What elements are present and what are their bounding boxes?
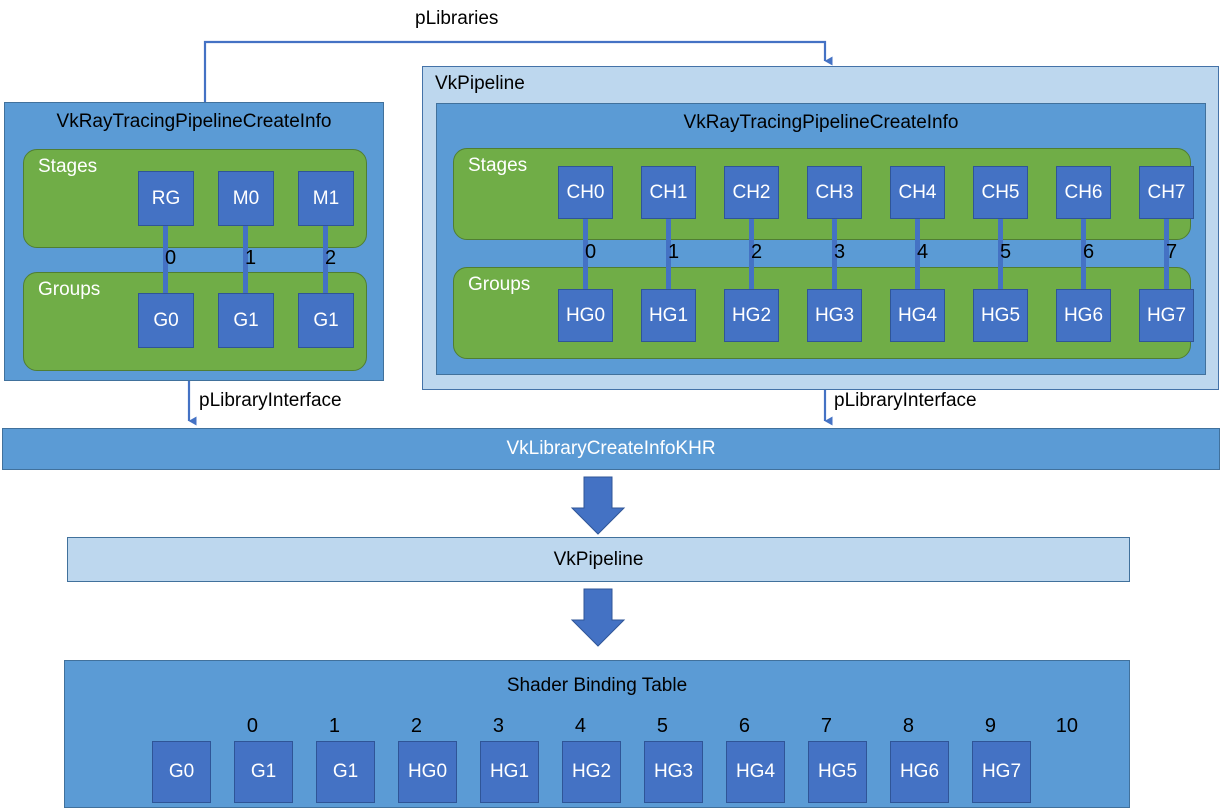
right-groups-label: Groups	[468, 274, 531, 295]
sbt-cell-4: HG1	[480, 741, 539, 803]
shader-binding-table: Shader Binding Table 0 1 2 3 4 5 6 7 8 9…	[64, 660, 1130, 808]
sbt-index-4: 4	[574, 715, 586, 737]
right-create-info-panel: VkRayTracingPipelineCreateInfo Stages Gr…	[436, 103, 1206, 375]
plibrary-interface-right-label: pLibraryInterface	[834, 390, 977, 411]
right-index-5: 5	[1000, 241, 1012, 263]
left-index-0: 0	[165, 247, 177, 269]
right-stage-cell-3: CH3	[807, 166, 862, 219]
left-stage-cell-1: M0	[218, 171, 274, 226]
left-connector-2	[323, 225, 328, 303]
left-groups-label: Groups	[38, 279, 101, 300]
sbt-index-0: 0	[246, 715, 258, 737]
right-group-cell-1: HG1	[641, 289, 696, 342]
sbt-cell-3: HG0	[398, 741, 457, 803]
right-connector-4	[915, 218, 920, 292]
sbt-index-3: 3	[492, 715, 504, 737]
right-connector-3	[832, 218, 837, 292]
right-group-cell-5: HG5	[973, 289, 1028, 342]
sbt-index-2: 2	[410, 715, 422, 737]
left-create-info-panel: VkRayTracingPipelineCreateInfo Stages Gr…	[4, 102, 384, 381]
left-group-cell-0: G0	[138, 293, 194, 348]
sbt-cell-7: HG4	[726, 741, 785, 803]
right-index-6: 6	[1083, 241, 1095, 263]
sbt-cell-2: G1	[316, 741, 375, 803]
right-connector-5	[998, 218, 1003, 292]
block-arrow-to-pipeline	[570, 476, 626, 535]
right-stage-cell-1: CH1	[641, 166, 696, 219]
left-stages-band: Stages	[23, 149, 367, 248]
right-stage-cell-4: CH4	[890, 166, 945, 219]
sbt-index-6: 6	[738, 715, 750, 737]
sbt-index-10: 10	[1055, 715, 1078, 737]
plibraries-label: pLibraries	[415, 8, 499, 29]
right-connector-2	[749, 218, 754, 292]
sbt-cell-10: HG7	[972, 741, 1031, 803]
plibrary-interface-left-label: pLibraryInterface	[199, 390, 342, 411]
left-stage-cell-0: RG	[138, 171, 194, 226]
right-connector-7	[1164, 218, 1169, 292]
right-group-cell-0: HG0	[558, 289, 613, 342]
left-group-cell-2: G1	[298, 293, 354, 348]
right-group-cell-4: HG4	[890, 289, 945, 342]
block-arrow-to-sbt	[570, 588, 626, 647]
sbt-cell-0: G0	[152, 741, 211, 803]
vkpipeline-result-bar: VkPipeline	[67, 537, 1130, 582]
left-connector-0	[163, 225, 168, 303]
sbt-index-5: 5	[656, 715, 668, 737]
sbt-index-8: 8	[902, 715, 914, 737]
right-group-cell-3: HG3	[807, 289, 862, 342]
left-connector-1	[243, 225, 248, 303]
right-stage-cell-6: CH6	[1056, 166, 1111, 219]
right-index-4: 4	[917, 241, 929, 263]
right-connector-0	[583, 218, 588, 292]
sbt-cell-8: HG5	[808, 741, 867, 803]
left-create-info-title: VkRayTracingPipelineCreateInfo	[56, 111, 332, 132]
left-index-2: 2	[325, 247, 337, 269]
right-index-0: 0	[585, 241, 597, 263]
vklibrarycreateinfokhr-label: VkLibraryCreateInfoKHR	[506, 438, 716, 459]
right-group-cell-7: HG7	[1139, 289, 1194, 342]
sbt-cell-1: G1	[234, 741, 293, 803]
vkpipeline-result-label: VkPipeline	[553, 548, 644, 570]
left-stages-label: Stages	[38, 156, 98, 177]
right-stage-cell-7: CH7	[1139, 166, 1194, 219]
right-stage-cell-0: CH0	[558, 166, 613, 219]
sbt-index-1: 1	[328, 715, 340, 737]
left-group-cell-1: G1	[218, 293, 274, 348]
right-connector-1	[666, 218, 671, 292]
right-group-cell-6: HG6	[1056, 289, 1111, 342]
right-create-info-title: VkRayTracingPipelineCreateInfo	[683, 112, 959, 133]
left-stage-cell-2: M1	[298, 171, 354, 226]
sbt-cell-6: HG3	[644, 741, 703, 803]
vklibrarycreateinfokhr-bar: VkLibraryCreateInfoKHR	[2, 428, 1220, 470]
sbt-index-9: 9	[984, 715, 996, 737]
right-index-3: 3	[834, 241, 846, 263]
vkpipeline-outer-label: VkPipeline	[435, 73, 525, 94]
right-stage-cell-2: CH2	[724, 166, 779, 219]
right-index-1: 1	[668, 241, 680, 263]
right-index-2: 2	[751, 241, 763, 263]
vkpipeline-outer-container: VkPipeline VkRayTracingPipelineCreateInf…	[422, 66, 1219, 390]
shader-binding-table-title: Shader Binding Table	[506, 675, 688, 696]
left-index-1: 1	[245, 247, 257, 269]
right-connector-6	[1081, 218, 1086, 292]
right-stage-cell-5: CH5	[973, 166, 1028, 219]
right-group-cell-2: HG2	[724, 289, 779, 342]
sbt-cell-9: HG6	[890, 741, 949, 803]
right-index-7: 7	[1166, 241, 1178, 263]
right-stages-label: Stages	[468, 155, 528, 176]
sbt-index-7: 7	[820, 715, 832, 737]
sbt-cell-5: HG2	[562, 741, 621, 803]
